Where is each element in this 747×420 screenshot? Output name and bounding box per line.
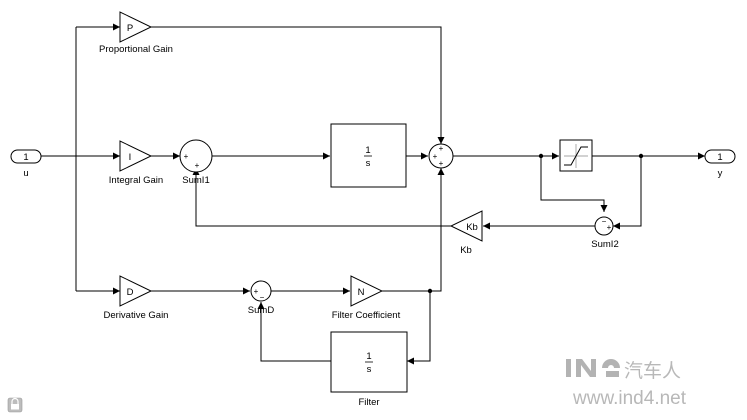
inport-number: 1: [23, 152, 28, 163]
kb-gain-symbol: Kb: [466, 222, 478, 233]
integral-gain-symbol: I: [129, 152, 132, 163]
filter-coefficient-symbol: N: [358, 287, 365, 298]
integrator-numerator: 1: [365, 145, 370, 156]
sumi1-sign-left: +: [184, 152, 189, 161]
sumi1-sign-bottom: +: [195, 161, 200, 170]
saturation-block[interactable]: [559, 139, 593, 172]
sumi2-block[interactable]: − +: [594, 216, 614, 236]
sumi1-block[interactable]: + +: [179, 139, 213, 173]
outport-y[interactable]: 1: [704, 149, 736, 164]
watermark-brand: 汽车人: [624, 360, 681, 382]
filter-denominator: s: [367, 364, 372, 375]
derivative-gain-label: Derivative Gain: [104, 310, 169, 321]
proportional-gain-label: Proportional Gain: [99, 44, 173, 55]
main-sum-block[interactable]: + + +: [428, 143, 454, 169]
watermark-url: www.ind4.net: [572, 388, 687, 409]
filter-block[interactable]: 1 s: [330, 331, 408, 393]
outport-label: y: [718, 168, 723, 179]
watermark-logo: [566, 359, 620, 377]
main-sum-sign-bottom: +: [439, 159, 444, 168]
proportional-gain-symbol: P: [127, 23, 133, 34]
sumd-sign-bottom: −: [260, 293, 265, 302]
inport-u[interactable]: 1: [10, 149, 42, 164]
main-sum-sign-top: +: [439, 144, 444, 153]
filter-coefficient-block[interactable]: N: [350, 275, 384, 307]
kb-gain-block[interactable]: Kb: [449, 210, 483, 242]
watermark: 汽车人 www.ind4.net: [566, 359, 687, 409]
derivative-gain-block[interactable]: D: [119, 275, 153, 307]
outport-number: 1: [717, 152, 722, 163]
kb-gain-label: Kb: [460, 245, 472, 256]
lock-icon[interactable]: [7, 397, 23, 413]
sumd-label: SumD: [248, 305, 275, 316]
integrator-block[interactable]: 1 s: [330, 123, 407, 188]
integral-gain-label: Integral Gain: [109, 175, 163, 186]
sumd-sign-left: +: [254, 287, 259, 296]
main-sum-sign-left: +: [433, 152, 438, 161]
sumi2-sign-right: +: [607, 223, 612, 232]
sumi1-label: SumI1: [182, 175, 209, 186]
inport-label: u: [23, 168, 28, 179]
integral-gain-block[interactable]: I: [119, 140, 153, 172]
signal-lines: [41, 23, 705, 365]
sumi2-sign-top: −: [602, 217, 607, 226]
filter-label: Filter: [358, 397, 379, 408]
derivative-gain-symbol: D: [127, 287, 134, 298]
integrator-denominator: s: [366, 158, 371, 169]
filter-coefficient-label: Filter Coefficient: [332, 310, 401, 321]
saturation-icon: [564, 144, 588, 168]
proportional-gain-block[interactable]: P: [119, 11, 153, 43]
sumi2-label: SumI2: [591, 239, 618, 250]
filter-numerator: 1: [366, 351, 371, 362]
sumd-block[interactable]: + −: [250, 280, 272, 302]
